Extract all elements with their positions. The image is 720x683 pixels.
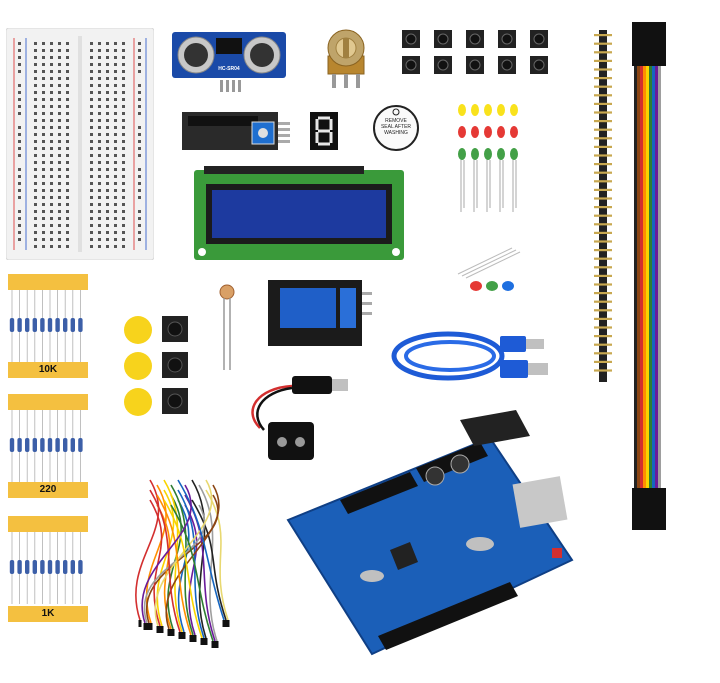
resistor-pack-10k: 10K bbox=[0, 274, 96, 382]
jumper-ribbon-cable bbox=[630, 22, 668, 530]
resistors-10k-graphic bbox=[9, 290, 83, 362]
resistors-1k-graphic bbox=[9, 532, 83, 604]
pin-header-strip bbox=[592, 30, 614, 382]
potentiometer-graphic bbox=[327, 29, 365, 88]
resistors-220-graphic bbox=[9, 410, 83, 482]
relay-module bbox=[266, 278, 372, 348]
lcd-graphic bbox=[194, 166, 404, 260]
potentiometer bbox=[322, 26, 370, 88]
battery-clip-graphic bbox=[251, 376, 348, 460]
lcd-display bbox=[194, 166, 404, 262]
ultrasonic-sensor: HC-SR04 bbox=[170, 28, 288, 92]
resistor-pack-220: 220 bbox=[0, 394, 96, 502]
i2c-adapter-graphic bbox=[182, 112, 290, 150]
battery-clip bbox=[238, 370, 354, 466]
push-buttons-graphic bbox=[124, 316, 188, 416]
tactile-buttons-graphic bbox=[402, 30, 548, 74]
buzzer-label: REMOVE SEAL AFTER WASHING bbox=[380, 118, 412, 136]
jumper-wires-graphic bbox=[135, 479, 230, 648]
seven-segment-graphic bbox=[310, 112, 338, 150]
usb-cable bbox=[388, 326, 556, 388]
sensor-label: HC-SR04 bbox=[218, 66, 240, 72]
relay-graphic bbox=[268, 280, 372, 346]
push-buttons-with-caps bbox=[118, 310, 198, 418]
resistor-label-1k: 1K bbox=[8, 606, 88, 622]
jumper-wires-bundle bbox=[130, 470, 240, 650]
arduino-uno-board bbox=[280, 410, 580, 662]
buzzer-graphic bbox=[373, 105, 419, 151]
resistor-pack-1k: 1K bbox=[0, 516, 96, 624]
arduino-uno-graphic bbox=[286, 410, 574, 656]
rgb-leds bbox=[452, 244, 528, 294]
photoresistor-graphic bbox=[219, 284, 235, 370]
rgb-leds-graphic bbox=[457, 247, 521, 291]
buzzer: REMOVE SEAL AFTER WASHING bbox=[372, 104, 420, 152]
i2c-adapter bbox=[180, 108, 290, 154]
seven-segment-display bbox=[310, 112, 338, 150]
tactile-buttons-grid bbox=[400, 28, 558, 78]
ultrasonic-graphic bbox=[172, 32, 286, 92]
resistor-label-10k: 10K bbox=[8, 362, 88, 378]
usb-cable-graphic bbox=[391, 331, 548, 381]
resistor-label-220: 220 bbox=[8, 482, 88, 498]
led-graphic bbox=[458, 104, 518, 212]
photoresistor bbox=[216, 284, 238, 370]
breadboard-graphic bbox=[6, 28, 154, 260]
pin-header-graphic bbox=[594, 30, 612, 382]
led-set bbox=[454, 104, 526, 214]
ribbon-graphic bbox=[632, 22, 666, 530]
breadboard bbox=[6, 28, 154, 260]
